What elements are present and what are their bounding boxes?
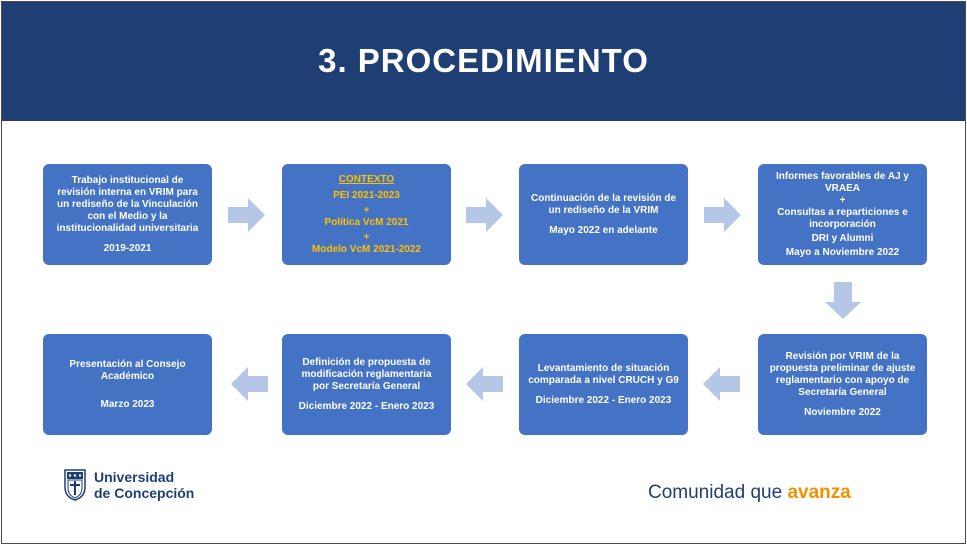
step-4-line-6: DRI y Alumni: [811, 232, 874, 244]
step-box-7: Definición de propuesta de modificación …: [282, 334, 451, 435]
university-name-line-1: Universidad: [94, 469, 175, 485]
step-2-line-2: +: [363, 204, 370, 216]
header-banner: 3. PROCEDIMIENTO: [2, 2, 965, 121]
slogan-accent: avanza: [787, 482, 851, 503]
step-1-date: 2019-2021: [103, 242, 152, 254]
step-6-line-1: Levantamiento de situación: [537, 362, 670, 374]
step-box-2: CONTEXTO PEI 2021-2023 + Política VcM 20…: [282, 164, 451, 265]
step-2-heading: CONTEXTO: [338, 173, 395, 185]
arrow-left-icon: [703, 367, 740, 401]
slogan-logo: Comunidad que avanza: [648, 482, 851, 504]
step-2-line-5: Modelo VcM 2021-2022: [312, 243, 421, 255]
university-shield-icon: [64, 469, 86, 501]
step-5-line-4: Secretaría General: [798, 386, 887, 398]
arrow-left-icon: [466, 367, 503, 401]
step-3-line-1: Continuación de la revisión de: [530, 192, 677, 204]
step-3-line-2: un rediseño de la VRIM: [548, 204, 659, 216]
step-4-line-3: +: [839, 194, 846, 206]
step-4-line-1: Informes favorables de AJ y: [775, 170, 909, 182]
step-3-date: Mayo 2022 en adelante: [549, 224, 658, 236]
step-5-line-1: Revisión por VRIM de la: [785, 350, 900, 362]
step-box-4: Informes favorables de AJ y VRAEA + Cons…: [758, 164, 927, 265]
step-4-line-2: VRAEA: [824, 182, 860, 194]
step-8-date: Marzo 2023: [100, 398, 155, 410]
step-4-date: Mayo a Noviembre 2022: [785, 246, 900, 258]
step-box-5: Revisión por VRIM de la propuesta prelim…: [758, 334, 927, 435]
step-2-line-4: +: [363, 231, 370, 243]
page-title: 3. PROCEDIMIENTO: [318, 42, 649, 79]
step-4-line-4: Consultas a reparticiones e: [777, 206, 908, 218]
step-box-1: Trabajo institucional de revisión intern…: [43, 164, 212, 265]
step-5-line-2: propuesta preliminar de ajuste: [769, 362, 916, 374]
slogan-text: Comunidad que: [648, 482, 788, 503]
step-7-line-2: modificación reglamentaria: [301, 368, 432, 380]
step-box-3: Continuación de la revisión de un redise…: [519, 164, 688, 265]
step-4-line-5: incorporación: [809, 218, 876, 230]
arrow-right-icon: [228, 198, 265, 232]
step-7-line-1: Definición de propuesta de: [302, 356, 431, 368]
step-8-line-1: Presentación al Consejo: [69, 358, 186, 370]
arrow-right-icon: [704, 198, 741, 232]
step-5-date: Noviembre 2022: [804, 406, 881, 418]
arrow-down-icon: [825, 282, 861, 319]
university-logo: Universidad de Concepción: [64, 469, 194, 501]
step-box-6: Levantamiento de situación comparada a n…: [519, 334, 688, 435]
step-2-line-1: PEI 2021-2023: [333, 189, 400, 201]
step-2-line-3: Política VcM 2021: [324, 216, 409, 228]
step-1-line-5: institucionalidad universitaria: [56, 222, 199, 234]
step-7-date: Diciembre 2022 - Enero 2023: [298, 400, 435, 412]
step-8-line-2: Académico: [100, 370, 155, 382]
step-7-line-3: por Secretaría General: [312, 380, 421, 392]
university-name-line-2: de Concepción: [94, 485, 195, 501]
step-box-8: Presentación al Consejo Académico Marzo …: [43, 334, 212, 435]
step-1-line-4: con el Medio y la: [87, 210, 168, 222]
step-5-line-3: reglamentario con apoyo de: [775, 374, 910, 386]
step-1-line-3: un rediseño de la Vinculación: [57, 198, 198, 210]
arrow-right-icon: [466, 198, 503, 232]
step-6-line-2: comparada a nivel CRUCH y G9: [528, 374, 679, 386]
step-1-line-1: Trabajo institucional de: [71, 174, 184, 186]
step-1-line-2: revisión interna en VRIM para: [57, 186, 198, 198]
step-6-date: Diciembre 2022 - Enero 2023: [535, 394, 672, 406]
arrow-left-icon: [231, 367, 268, 401]
